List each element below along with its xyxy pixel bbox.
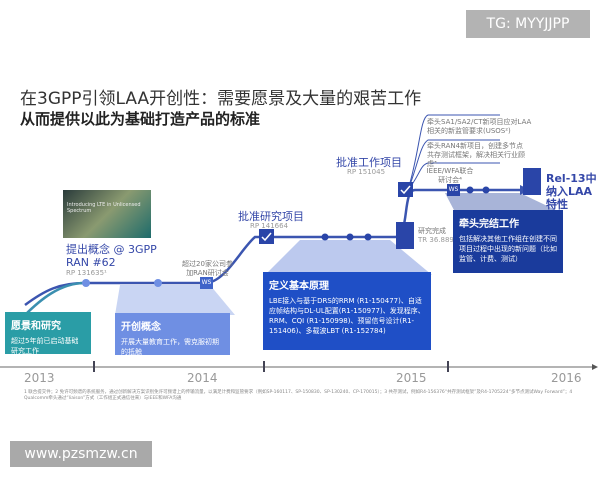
milestone-work-item: 批准工作项目 (336, 156, 402, 169)
box-title: 愿景和研究 (11, 321, 61, 332)
milestone-dot (364, 233, 372, 241)
presentation-thumbnail: Introducing LTE in Unlicensed Spectrum (63, 190, 151, 238)
watermark-top: TG: MYYJJPP (466, 10, 590, 38)
box-shadow-concept (115, 285, 235, 315)
year-label: 2015 (396, 371, 427, 385)
page-title: 在3GPP引领LAA开创性：需要愿景及大量的艰苦工作 (20, 89, 422, 109)
milestone-workshop: 超过20家公司参加RAN研讨会 (182, 260, 233, 277)
axis-tick (447, 361, 449, 372)
milestone-ieee-wfa: IEEE/WFA联合研讨会⁴ (426, 167, 474, 184)
milestone-dot (466, 186, 474, 194)
axis-tick (263, 361, 265, 372)
footnote: 1 联合提交件；2 免许可频谱的系统服务，通过创新解决方案识别免许可频谱上的传输… (24, 390, 573, 401)
year-label: 2014 (187, 371, 218, 385)
thumbnail-title: Introducing LTE in Unlicensed Spectrum (67, 202, 141, 214)
box-pioneer-concept: 开创概念 开展大量教育工作，需克服初期的抵触 (115, 313, 230, 356)
milestone-rel13: Rel-13中纳入LAA特性 (546, 172, 597, 211)
box-shadow-completion (445, 193, 560, 212)
box-lead-completion: 牵头完结工作 包括解决其他工作组在创建不同项目过程中出现的新问题（比如监管、计费… (453, 210, 563, 273)
milestone-study-done: 研究完成 (418, 227, 446, 235)
milestone-dot (82, 279, 90, 287)
box-vision-research: 愿景和研究 超过5年前已启动基础研究工作 (5, 312, 91, 355)
workshop-badge: WS (447, 184, 460, 196)
branch-ran4: 牵头RAN4新项目，创建多节点共存测试框架，解决相关行业顾虑³ (427, 142, 525, 168)
milestone-proposal-ref: RP 131635¹ (66, 269, 107, 277)
workshop-badge: WS (200, 277, 213, 289)
box-text: 超过5年前已启动基础研究工作 (11, 337, 79, 355)
milestone-dot (154, 279, 162, 287)
watermark-bottom: www.pzsmzw.cn (10, 441, 152, 467)
branch-sa-ct: 牵头SA1/SA2/CT新项目应对LAA相关的新监管要求(USOS²) (427, 118, 532, 135)
milestone-proposal: 提出概念 @ 3GPP RAN #62 (66, 243, 157, 269)
page-subtitle: 从而提供以此为基础打造产品的标准 (20, 110, 261, 128)
box-title: 开创概念 (121, 322, 161, 333)
checkbox-icon (398, 182, 413, 197)
branch-line (407, 114, 500, 191)
milestone-dot (346, 233, 354, 241)
milestone-dot (321, 233, 329, 241)
milestone-work-item-ref: RP 151045 (347, 168, 386, 176)
box-text: LBE接入与基于DRS的RRM (R1-150477)、自适应帧结构与DL-UL… (269, 297, 425, 335)
year-label: 2016 (551, 371, 582, 385)
box-title: 牵头完结工作 (459, 219, 519, 230)
milestone-dot (482, 186, 490, 194)
checkbox-icon (259, 229, 274, 244)
box-title: 定义基本原理 (269, 281, 329, 292)
milestone-study-item-ref: RP 141664 (250, 222, 289, 230)
box-text: 包括解决其他工作组在创建不同项目过程中出现的新问题（比如监管、计费、测试） (459, 235, 557, 263)
timeline-path-segment (24, 281, 86, 316)
timeline-path (24, 188, 520, 307)
axis-tick (93, 361, 95, 372)
milestone-study-done-ref: TR 36.889 (418, 236, 454, 244)
box-define-principles: 定义基本原理 LBE接入与基于DRS的RRM (R1-150477)、自适应帧结… (263, 272, 431, 350)
box-shadow-principles (265, 240, 432, 275)
box-text: 开展大量教育工作，需克服初期的抵触 (121, 338, 219, 356)
milestone-study-item: 批准研究项目 (238, 210, 304, 223)
year-label: 2013 (24, 371, 55, 385)
document-icon (396, 222, 414, 249)
document-icon (523, 168, 541, 195)
